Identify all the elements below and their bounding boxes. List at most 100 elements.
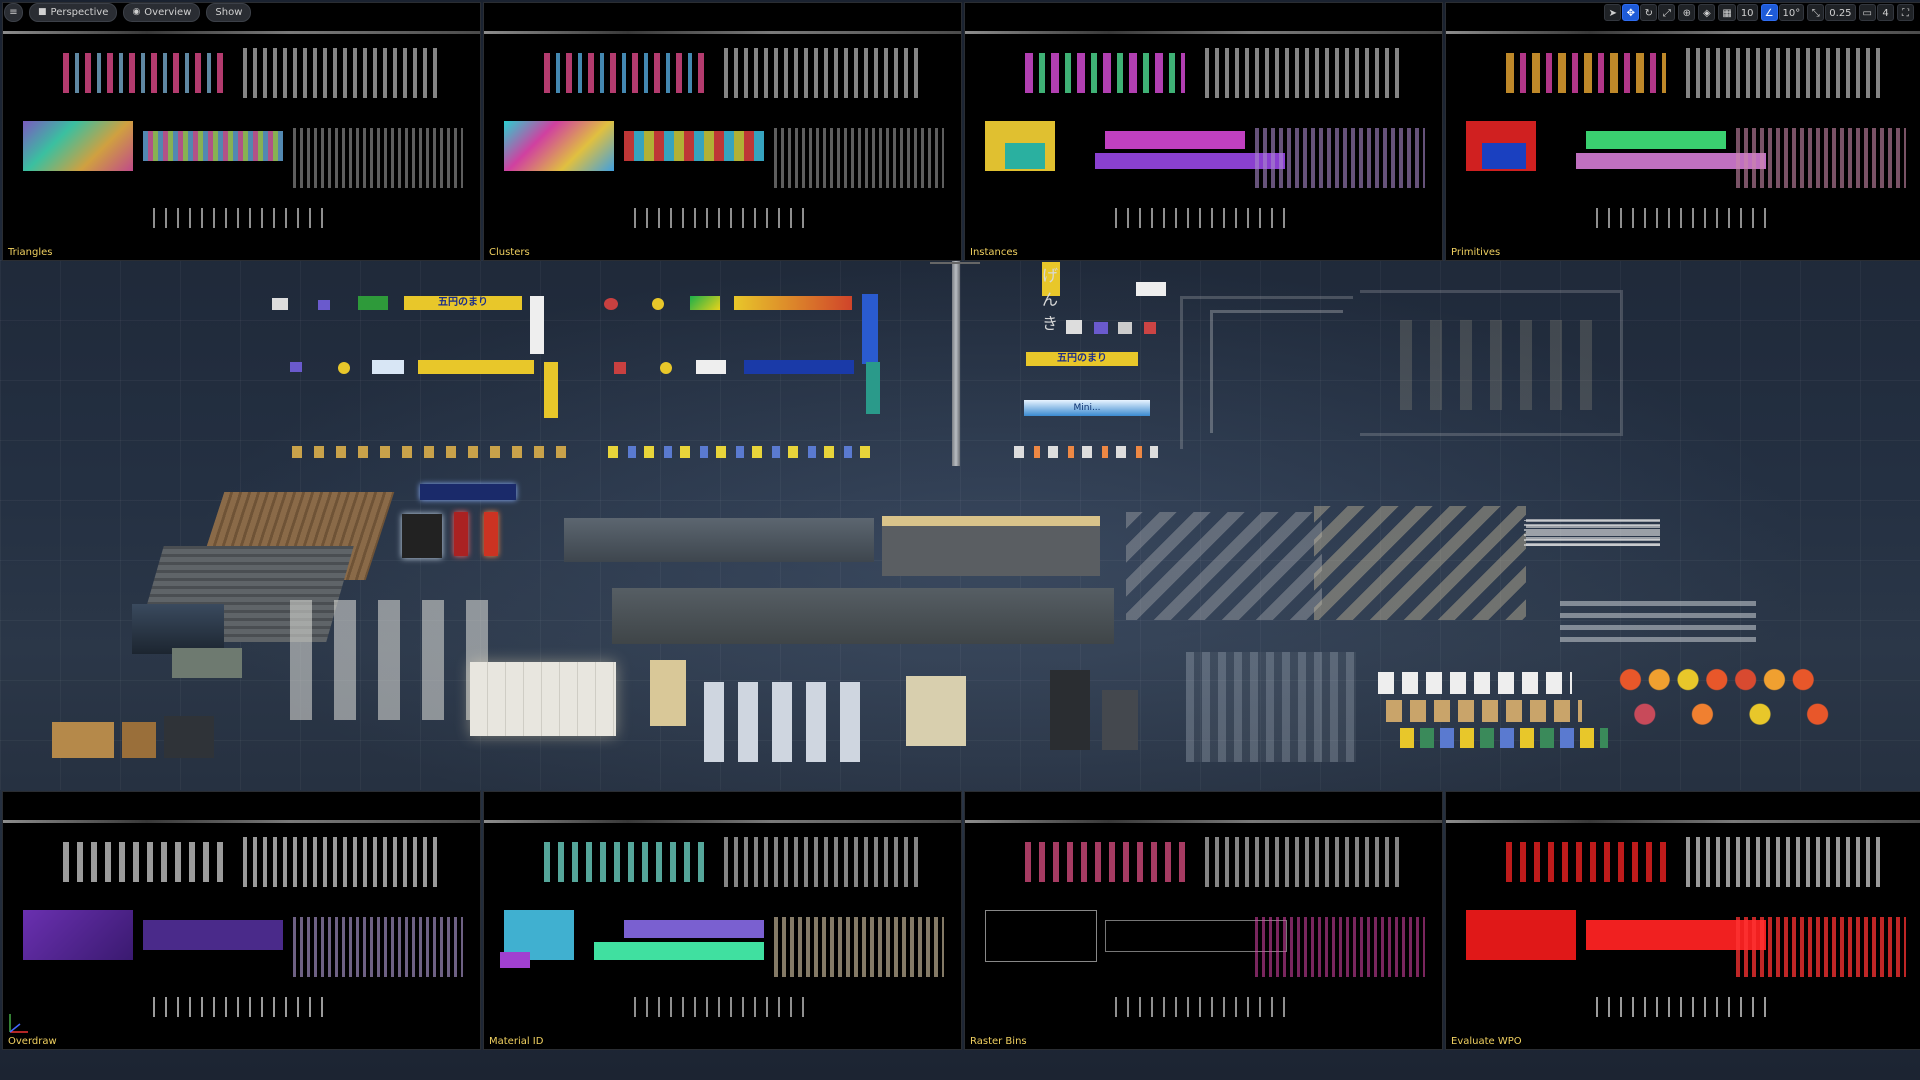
viewport-menu-button[interactable]: ≡ xyxy=(4,2,23,22)
scale-snap-value[interactable]: 0.25 xyxy=(1825,3,1856,21)
debug-view-primitives[interactable]: Primitives xyxy=(1445,2,1920,261)
sign-small-11 xyxy=(1118,322,1132,334)
sign-small-13 xyxy=(1136,282,1166,296)
maximize-icon: ⛶ xyxy=(1902,7,1909,19)
grid-snap-group: ▦ 10 xyxy=(1718,3,1758,21)
camera-speed-value[interactable]: 4 xyxy=(1877,3,1894,21)
sign-small-4 xyxy=(652,298,664,310)
box-row-tan xyxy=(1386,700,1582,722)
sign-vertical-4 xyxy=(866,362,880,414)
transform-tools: ➤ ✥ ↻ ⤢ xyxy=(1604,3,1676,21)
translate-tool-button[interactable]: ✥ xyxy=(1622,3,1640,21)
show-button[interactable]: Show xyxy=(206,2,252,22)
sign-banner-4 xyxy=(744,360,854,374)
show-label: Show xyxy=(215,6,243,18)
debug-view-instances[interactable]: Instances xyxy=(964,2,1443,261)
pipe-cluster-3 xyxy=(1360,290,1623,436)
sign-small-3 xyxy=(604,298,618,310)
camera-speed-group: ▭ 4 xyxy=(1858,3,1894,21)
debug-view-evaluate-wpo[interactable]: Evaluate WPO xyxy=(1445,791,1920,1050)
sign-small-5 xyxy=(290,362,302,372)
bins-row xyxy=(704,682,864,762)
sign-small-7 xyxy=(614,362,626,374)
sign-mini-3: Mini... xyxy=(1024,400,1150,416)
pole-wire xyxy=(930,262,980,264)
sign-green-2 xyxy=(690,296,720,310)
camera-speed-toggle[interactable]: ▭ xyxy=(1858,3,1876,21)
rotate-tool-button[interactable]: ↻ xyxy=(1640,3,1658,21)
debug-view-overdraw[interactable]: Overdraw xyxy=(2,791,481,1050)
floor-tiles xyxy=(470,662,616,736)
sign-mini-1 xyxy=(372,360,404,374)
grid-snap-toggle[interactable]: ▦ xyxy=(1718,3,1736,21)
debug-scene xyxy=(1446,792,1920,1049)
pointer-icon: ➤ xyxy=(1608,7,1618,19)
select-tool-button[interactable]: ➤ xyxy=(1604,3,1622,21)
viewport-toolbar-right: ➤ ✥ ↻ ⤢ ⊕ ◈ ▦ 10 ∠ 10° ⤡ 0.25 ▭ 4 ⛶ xyxy=(1604,3,1914,21)
axis-gizmo-icon xyxy=(9,1014,28,1033)
concrete-parts-2 xyxy=(1314,506,1526,620)
debug-scene xyxy=(1446,3,1920,260)
small-items-row-3 xyxy=(1014,446,1158,458)
debug-view-label: Overdraw xyxy=(8,1036,57,1047)
sign-small-1 xyxy=(272,298,288,310)
road-slab-1 xyxy=(564,518,874,562)
box-row-color xyxy=(1400,728,1608,748)
debug-scene xyxy=(965,3,1442,260)
move-icon: ✥ xyxy=(1626,7,1636,19)
machine-1 xyxy=(1050,670,1090,750)
surface-snap-button[interactable]: ◈ xyxy=(1698,3,1716,21)
viewport-toolbar-left: ≡ ■ Perspective ◉ Overview Show xyxy=(4,2,252,22)
small-items-row-2 xyxy=(608,446,878,458)
sign-vertical-2 xyxy=(862,294,878,364)
pipe-cluster-2 xyxy=(1210,310,1343,433)
wooden-cabinet-1 xyxy=(52,722,114,758)
sign-vertical-1 xyxy=(530,296,544,354)
box-row-white xyxy=(1378,672,1572,694)
neon-sign-3 xyxy=(454,512,468,556)
machine-2 xyxy=(1102,690,1138,750)
view-mode-button[interactable]: ◉ Overview xyxy=(123,2,201,22)
rotation-snap-toggle[interactable]: ∠ xyxy=(1760,3,1778,21)
debug-view-label: Triangles xyxy=(8,247,53,258)
sign-green xyxy=(358,296,388,310)
boxes-stack xyxy=(906,676,966,746)
grid-snap-value[interactable]: 10 xyxy=(1736,3,1758,21)
debug-view-clusters[interactable]: Clusters xyxy=(483,2,962,261)
vending-machine xyxy=(650,660,686,726)
debug-scene xyxy=(484,792,961,1049)
scale-tool-button[interactable]: ⤢ xyxy=(1658,3,1676,21)
sign-banner-2 xyxy=(734,296,852,310)
debug-view-triangles[interactable]: Triangles xyxy=(2,2,481,261)
sign-vertical-5: げんき xyxy=(1042,262,1060,333)
perspective-button[interactable]: ■ Perspective xyxy=(29,2,118,22)
dark-cabinet xyxy=(164,716,214,758)
sign-small-12 xyxy=(1144,322,1156,334)
debug-view-label: Material ID xyxy=(489,1036,544,1047)
wooden-cabinet-2 xyxy=(122,722,156,758)
scale-snap-icon: ⤡ xyxy=(1811,7,1820,19)
sign-small-8 xyxy=(660,362,672,374)
striped-sign xyxy=(1526,518,1660,546)
neon-sign-1 xyxy=(420,484,516,500)
sign-mini-2 xyxy=(696,360,726,374)
debug-view-material-id[interactable]: Material ID xyxy=(483,791,962,1050)
coordinate-space-button[interactable]: ⊕ xyxy=(1678,3,1696,21)
sign-small-6 xyxy=(338,362,350,374)
debug-view-label: Evaluate WPO xyxy=(1451,1036,1522,1047)
maximize-viewport-button[interactable]: ⛶ xyxy=(1897,3,1914,21)
ac-units-group xyxy=(290,600,490,720)
debug-view-raster-bins[interactable]: Raster Bins xyxy=(964,791,1443,1050)
scale-snap-toggle[interactable]: ⤡ xyxy=(1807,3,1825,21)
rotation-snap-value[interactable]: 10° xyxy=(1778,3,1805,21)
hamburger-icon: ≡ xyxy=(9,6,18,18)
cube-icon: ■ xyxy=(38,6,47,17)
sign-vertical-3 xyxy=(544,362,558,418)
sign-small-10 xyxy=(1094,322,1108,334)
rotation-snap-group: ∠ 10° xyxy=(1760,3,1805,21)
road-slab-2 xyxy=(612,588,1114,644)
shopfront xyxy=(882,516,1100,576)
concrete-block xyxy=(172,648,242,678)
curtains xyxy=(1186,652,1356,762)
angle-icon: ∠ xyxy=(1764,7,1774,19)
